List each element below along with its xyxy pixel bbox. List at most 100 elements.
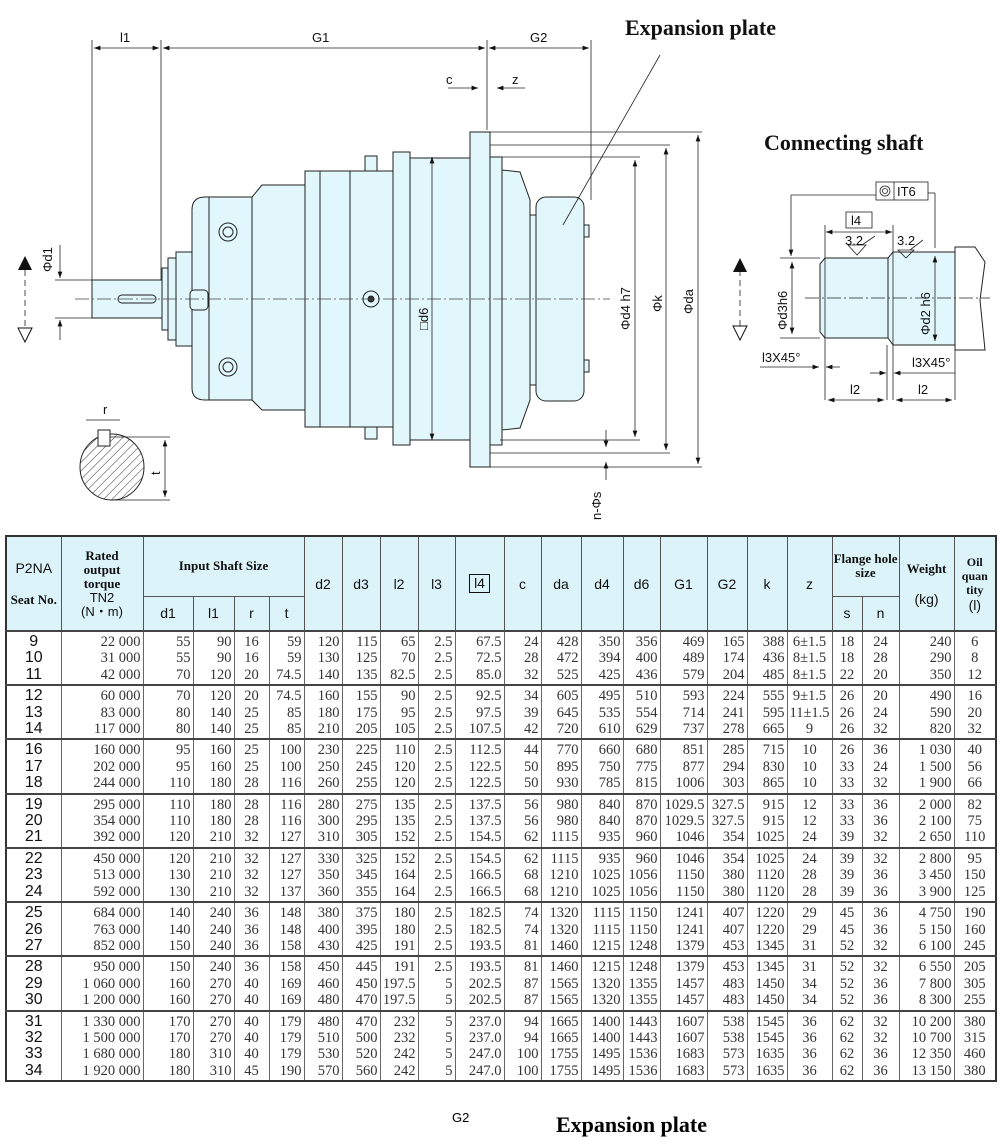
- cell-value-k: 865: [762, 775, 785, 792]
- cell-value-l3: 5: [445, 992, 453, 1009]
- header-torque-line: output: [83, 561, 121, 577]
- cell-value-l2: 232: [393, 1013, 416, 1030]
- cell-value-oil: 6: [971, 634, 979, 650]
- cell-value-d4: 1215: [591, 959, 621, 976]
- cell-value-d2: 280: [317, 796, 340, 813]
- cell-value-d2: 180: [317, 704, 340, 721]
- roughness-1: 3.2: [845, 233, 863, 248]
- cell-value-t: 158: [279, 937, 302, 954]
- header-n: n: [861, 595, 900, 632]
- cell-value-d1: 55: [176, 650, 191, 667]
- cell-value-seat: 32: [24, 1028, 43, 1046]
- cell-value-d1: 140: [168, 905, 191, 922]
- cell-value-d4: 1025: [591, 883, 621, 900]
- cell-value-G1: 1006: [675, 775, 705, 792]
- cell-value-l2: 105: [393, 721, 416, 738]
- cell-value-s: 45: [839, 921, 855, 938]
- cell-value-d6: 680: [635, 742, 658, 759]
- cell-value-seat: 13: [24, 703, 43, 721]
- cell-value-G2: 224: [722, 688, 745, 705]
- cell-value-l4: 202.5: [468, 975, 502, 992]
- cell-value-l4: 182.5: [468, 905, 502, 922]
- header-torque-line: Rated: [85, 547, 119, 563]
- cell-value-d1: 95: [176, 742, 191, 759]
- cell-value-G1: 1457: [675, 992, 705, 1009]
- cell-value-d6: 1248: [628, 937, 658, 954]
- cell-value-c: 94: [524, 1029, 539, 1046]
- cell-value-da: 1115: [550, 850, 579, 867]
- cell-value-d4: 935: [598, 829, 621, 846]
- cell-value-l4: 122.5: [468, 775, 502, 792]
- cell-value-seat: 14: [24, 720, 43, 738]
- header-l1: l1: [192, 595, 235, 632]
- cell-value-d2: 250: [317, 758, 340, 775]
- cell-value-oil: 205: [963, 959, 986, 976]
- cell-value-d2: 160: [317, 688, 340, 705]
- cell-value-oil: 12: [967, 666, 983, 683]
- cell-value-t: 127: [279, 850, 302, 867]
- dim-l2-b: l2: [918, 382, 928, 397]
- cell-value-r: 32: [244, 883, 259, 900]
- cell-value-z: 8±1.5: [792, 666, 827, 683]
- cell-value-d6: 1248: [628, 959, 658, 976]
- dim-d2: Φd2 h6: [918, 292, 933, 335]
- cell-value-z: 36: [802, 1046, 817, 1063]
- connecting-shaft-title: Connecting shaft: [764, 130, 924, 155]
- cell-value-l1: 310: [209, 1062, 232, 1079]
- cell-value-G2: 327.5: [711, 796, 745, 813]
- cell-value-l1: 140: [209, 704, 232, 721]
- cell-value-d3: 275: [355, 796, 378, 813]
- cell-value-G1: 1683: [675, 1062, 705, 1079]
- cell-value-z: 31: [802, 937, 817, 954]
- cell-value-oil: 305: [963, 975, 986, 992]
- cell-value-d3: 205: [355, 721, 378, 738]
- cell-value-l2: 82.5: [390, 666, 416, 683]
- cell-value-k: 1120: [756, 883, 785, 900]
- cell-value-l2: 164: [393, 867, 416, 884]
- cell-value-oil: 160: [963, 921, 986, 938]
- cell-value-G1: 1607: [675, 1013, 705, 1030]
- cell-value-oil: 125: [963, 883, 986, 900]
- cell-value-z: 28: [802, 883, 817, 900]
- cell-value-G1: 1241: [675, 905, 705, 922]
- cell-value-l2: 180: [393, 905, 416, 922]
- header-oil-unit: (l): [968, 596, 981, 613]
- cell-value-k: 1635: [755, 1046, 785, 1063]
- cell-value-l2: 90: [401, 688, 416, 705]
- cell-value-oil: 380: [963, 1013, 986, 1030]
- cell-value-oil: 8: [971, 650, 979, 667]
- cell-value-d6: 1150: [629, 921, 658, 938]
- cell-value-d4: 750: [598, 758, 621, 775]
- cell-value-d2: 260: [317, 775, 340, 792]
- header-G2: G2: [706, 535, 748, 632]
- cell-value-k: 1635: [755, 1062, 785, 1079]
- cell-value-d2: 510: [317, 1029, 340, 1046]
- cell-value-G1: 1150: [676, 883, 705, 900]
- cell-value-l2: 135: [393, 796, 416, 813]
- cell-value-k: 485: [762, 666, 785, 683]
- cell-value-G2: 354: [722, 829, 745, 846]
- cell-value-l3: 2.5: [434, 883, 453, 900]
- cell-value-t: 59: [287, 634, 302, 650]
- cell-value-da: 1755: [549, 1062, 579, 1079]
